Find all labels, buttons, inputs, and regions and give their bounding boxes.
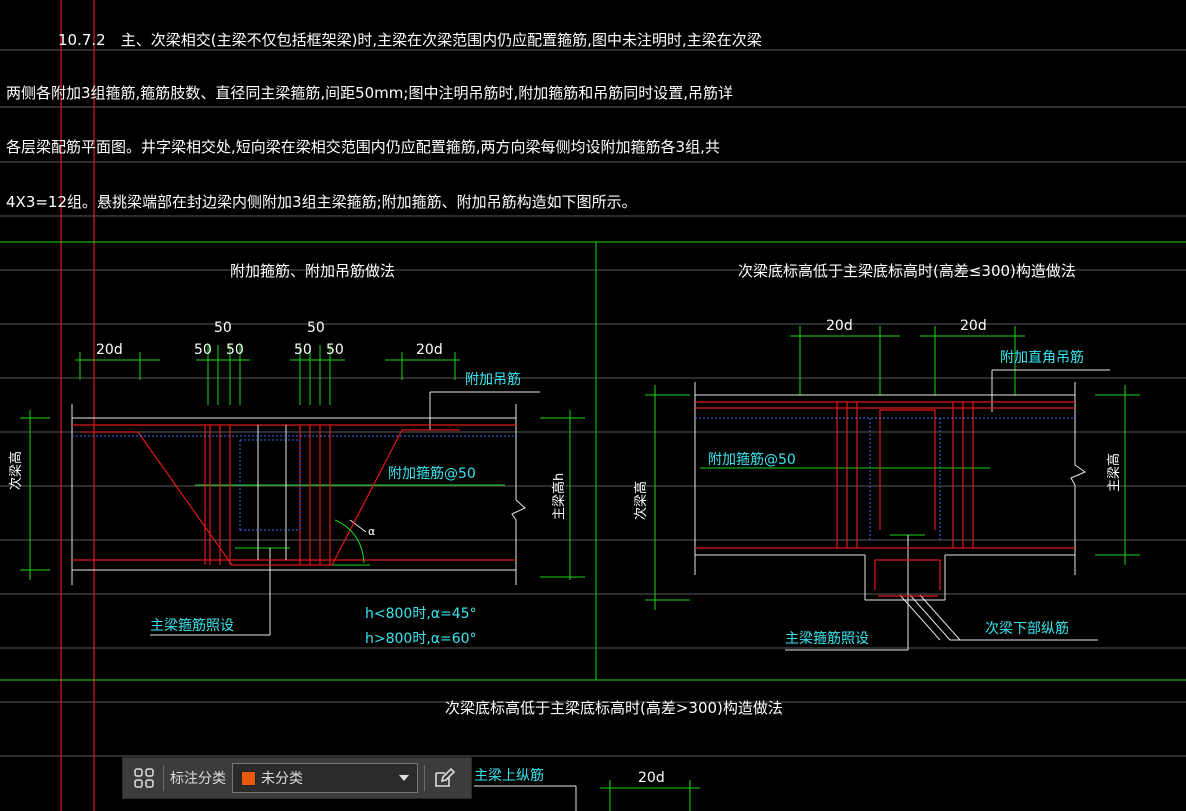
dim-20d-right: 20d [416, 342, 443, 358]
dim-50-a: 50 [194, 342, 212, 358]
label-secondary-bottom-bars: 次梁下部纵筋 [985, 620, 1069, 637]
dim-50-b: 50 [226, 342, 244, 358]
note-h-greater-800: h>800时,α=60° [365, 631, 477, 647]
note-h-less-800: h<800时,α=45° [365, 606, 477, 622]
dimension-lines-right [645, 326, 1140, 610]
toolbar-separator [163, 765, 164, 791]
toolbar-separator-2 [424, 765, 425, 791]
margin-lines [60, 0, 95, 811]
label-hanger-bar: 附加吊筋 [465, 371, 521, 388]
dim-50-c: 50 [294, 342, 312, 358]
label-alpha: α [368, 525, 375, 538]
label-main-beam-height-right: 主梁高 [1106, 453, 1122, 492]
label-secondary-beam-height-right: 次梁高 [633, 481, 649, 520]
paragraph-line-3: 各层梁配筋平面图。井字梁相交处,短向梁在梁相交范围内仍应配置箍筋,两方向梁每侧均… [6, 138, 720, 156]
dim-20d-b: 20d [960, 318, 987, 334]
detail-left: 附加箍筋、附加吊筋做法 [8, 262, 585, 647]
detail-right: 次梁底标高低于主梁底标高时(高差≤300)构造做法 20d 20d [633, 262, 1140, 651]
category-color-swatch [241, 770, 256, 786]
detail-bottom-title: 次梁底标高低于主梁底标高时(高差>300)构造做法 [445, 699, 783, 717]
edit-annotation-icon[interactable] [431, 765, 457, 791]
beam-outline-left [71, 391, 540, 636]
label-secondary-beam-height: 次梁高 [8, 451, 24, 490]
grid-apps-icon[interactable] [131, 765, 157, 791]
dim-50-top-b: 50 [307, 320, 325, 336]
dimension-lines-left [20, 345, 585, 580]
paragraph-line-1: 10.7.2 主、次梁相交(主梁不仅包括框架梁)时,主梁在次梁范围内仍应配置箍筋… [58, 31, 762, 49]
label-main-stirrup-left: 主梁箍筋照设 [150, 617, 234, 634]
label-main-beam-height: 主梁高h [551, 473, 567, 520]
annotation-toolbar: 标注分类 未分类 [122, 757, 472, 799]
dim-20d-bottom: 20d [638, 770, 665, 786]
grid-lines [0, 49, 1186, 757]
annotation-category-value: 未分类 [261, 771, 303, 787]
label-right-angle-hanger: 附加直角吊筋 [1000, 349, 1084, 366]
detail-right-title: 次梁底标高低于主梁底标高时(高差≤300)构造做法 [738, 262, 1076, 280]
chevron-down-icon [399, 775, 409, 781]
beam-outline-right [694, 369, 1110, 651]
dim-20d-a: 20d [826, 318, 853, 334]
label-main-stirrup-right: 主梁箍筋照设 [785, 630, 869, 647]
detail-bottom: 次梁底标高低于主梁底标高时(高差>300)构造做法 主梁上纵筋 20d [445, 699, 783, 811]
annotation-category-label: 标注分类 [170, 771, 226, 787]
spec-paragraph: 10.7.2 主、次梁相交(主梁不仅包括框架梁)时,主梁在次梁范围内仍应配置箍筋… [6, 31, 762, 211]
paragraph-line-2: 两侧各附加3组箍筋,箍筋肢数、直径同主梁箍筋,间距50mm;图中注明吊筋时,附加… [6, 84, 733, 102]
label-additional-stirrup-right: 附加箍筋@50 [708, 451, 796, 468]
detail-left-title: 附加箍筋、附加吊筋做法 [230, 262, 395, 280]
paragraph-line-4: 4X3=12组。悬挑梁端部在封边梁内侧附加3组主梁箍筋;附加箍筋、附加吊筋构造如… [6, 193, 637, 211]
detail-frames [0, 241, 1186, 681]
label-additional-stirrup: 附加箍筋@50 [388, 465, 476, 482]
annotation-category-select[interactable]: 未分类 [232, 763, 418, 793]
rebar-right [695, 401, 1075, 597]
rebar-left [72, 424, 516, 566]
dim-50-d: 50 [326, 342, 344, 358]
dim-50-top-a: 50 [214, 320, 232, 336]
label-main-top-bars: 主梁上纵筋 [474, 767, 544, 784]
dim-20d-left: 20d [96, 342, 123, 358]
